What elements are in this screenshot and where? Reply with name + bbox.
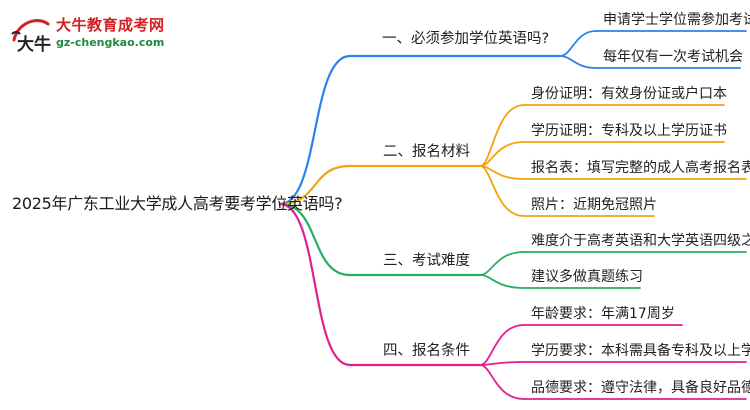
logo-url: gz-chengkao.com (56, 36, 165, 49)
leaf-4-1-link (479, 324, 525, 366)
branch-2-link (278, 164, 352, 206)
bull-logo-icon: 大牛 (11, 19, 51, 55)
leaf-4-3-link (479, 364, 525, 400)
logo-mark-text: 大牛 (17, 34, 51, 55)
branch-3-label: 三、考试难度 (383, 253, 470, 269)
leaf-1-1: 申请学士学位需参加考试 (603, 12, 750, 28)
site-logo: 大牛 大牛教育成考网 gz-chengkao.com (8, 8, 178, 58)
leaf-3-1: 难度介于高考英语和大学英语四级之间 (531, 233, 750, 249)
root-topic: 2025年广东工业大学成人高考要考学位英语吗? (12, 194, 343, 213)
leaf-2-2-link (479, 141, 525, 167)
leaf-2-4-link (479, 165, 525, 217)
leaf-2-3: 报名表：填写完整的成人高考报名表 (531, 160, 750, 176)
leaf-4-2-link (479, 361, 525, 366)
branch-1-label: 一、必须参加学位英语吗? (382, 31, 550, 47)
leaf-1-2: 每年仅有一次考试机会 (603, 49, 743, 65)
branch-4-link (278, 202, 352, 367)
logo-title: 大牛教育成考网 (56, 16, 165, 34)
leaf-3-1-link (479, 251, 525, 276)
leaf-4-3: 品德要求：遵守法律，具备良好品德 (531, 380, 750, 396)
leaf-2-2: 学历证明：专科及以上学历证书 (531, 123, 727, 139)
leaf-3-2-link (479, 274, 525, 289)
leaf-2-4: 照片：近期免冠照片 (531, 197, 657, 213)
branch-1-link (278, 54, 352, 206)
leaf-1-1-link (559, 30, 597, 57)
leaf-3-2: 建议多做真题练习 (531, 269, 643, 285)
leaf-2-1-link (479, 104, 525, 167)
leaf-4-1: 年龄要求：年满17周岁 (531, 306, 675, 322)
leaf-2-1: 身份证明：有效身份证或户口本 (531, 86, 727, 102)
branch-2-label: 二、报名材料 (383, 144, 470, 160)
leaf-4-2: 学历要求：本科需具备专科及以上学历 (531, 343, 750, 359)
leaf-1-2-link (559, 55, 597, 69)
branch-4-label: 四、报名条件 (383, 343, 470, 359)
branch-3-link (278, 202, 352, 277)
